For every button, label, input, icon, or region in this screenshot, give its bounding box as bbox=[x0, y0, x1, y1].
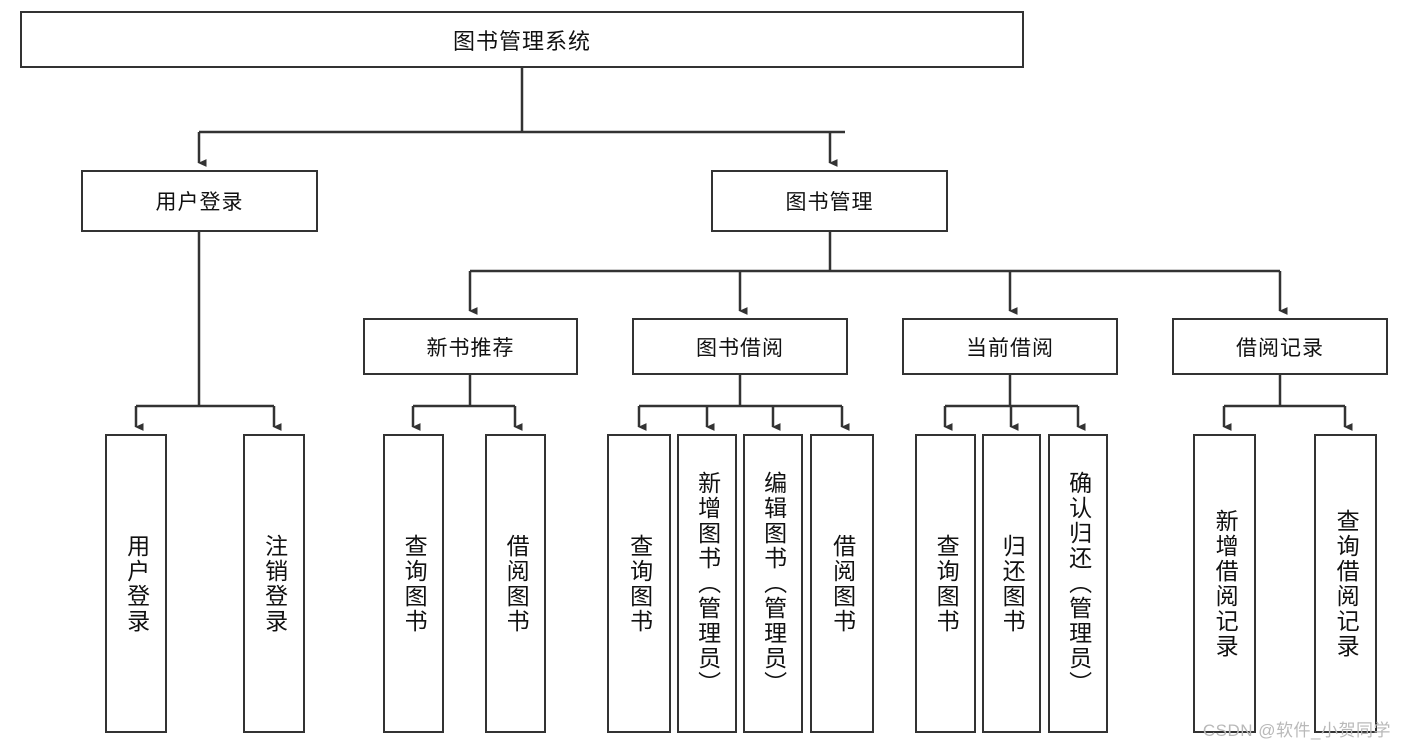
node-label: 注销登录 bbox=[261, 533, 288, 634]
node-label: 借阅记录 bbox=[1236, 336, 1324, 360]
node-label: 查询图书 bbox=[933, 533, 960, 634]
leaf-user-login-login[interactable]: 用户登录 bbox=[105, 434, 167, 733]
leaf-new-book-query[interactable]: 查询图书 bbox=[383, 434, 444, 733]
node-label: 编辑图书（管理员） bbox=[760, 471, 787, 696]
node-label: 查询借阅记录 bbox=[1333, 508, 1360, 659]
node-label: 新书推荐 bbox=[426, 336, 515, 360]
node-label: 用户登录 bbox=[155, 191, 244, 214]
node-label: 图书借阅 bbox=[696, 336, 784, 360]
node-user-login[interactable]: 用户登录 bbox=[81, 170, 318, 232]
node-label: 图书管理系统 bbox=[452, 28, 591, 54]
leaf-new-book-borrow[interactable]: 借阅图书 bbox=[485, 434, 546, 733]
node-label: 新增图书（管理员） bbox=[694, 471, 721, 696]
node-book-borrow[interactable]: 图书借阅 bbox=[632, 318, 848, 375]
node-label: 查询图书 bbox=[626, 533, 653, 634]
node-root-system[interactable]: 图书管理系统 bbox=[20, 11, 1024, 68]
node-borrow-record[interactable]: 借阅记录 bbox=[1172, 318, 1388, 375]
node-label: 用户登录 bbox=[123, 533, 150, 634]
leaf-user-login-logout[interactable]: 注销登录 bbox=[243, 434, 305, 733]
leaf-borrow-record-query[interactable]: 查询借阅记录 bbox=[1314, 434, 1377, 733]
leaf-current-borrow-query[interactable]: 查询图书 bbox=[915, 434, 976, 733]
leaf-book-borrow-borrow[interactable]: 借阅图书 bbox=[810, 434, 874, 733]
leaf-book-borrow-query[interactable]: 查询图书 bbox=[607, 434, 671, 733]
node-book-management[interactable]: 图书管理 bbox=[711, 170, 948, 232]
watermark-text: CSDN @软件_小贺同学 bbox=[1202, 721, 1391, 740]
node-label: 借阅图书 bbox=[829, 533, 856, 634]
node-label: 归还图书 bbox=[999, 533, 1026, 634]
node-label: 新增借阅记录 bbox=[1212, 508, 1239, 659]
leaf-current-borrow-confirm-return[interactable]: 确认归还（管理员） bbox=[1048, 434, 1108, 733]
leaf-book-borrow-edit[interactable]: 编辑图书（管理员） bbox=[743, 434, 803, 733]
node-label: 借阅图书 bbox=[503, 533, 530, 634]
leaf-book-borrow-add[interactable]: 新增图书（管理员） bbox=[677, 434, 737, 733]
leaf-current-borrow-return[interactable]: 归还图书 bbox=[982, 434, 1041, 733]
leaf-borrow-record-add[interactable]: 新增借阅记录 bbox=[1193, 434, 1256, 733]
node-label: 当前借阅 bbox=[966, 336, 1054, 360]
node-label: 确认归还（管理员） bbox=[1065, 471, 1092, 696]
node-label: 查询图书 bbox=[401, 533, 428, 634]
node-current-borrow[interactable]: 当前借阅 bbox=[902, 318, 1118, 375]
node-label: 图书管理 bbox=[785, 191, 874, 214]
node-new-book-recommend[interactable]: 新书推荐 bbox=[363, 318, 578, 375]
